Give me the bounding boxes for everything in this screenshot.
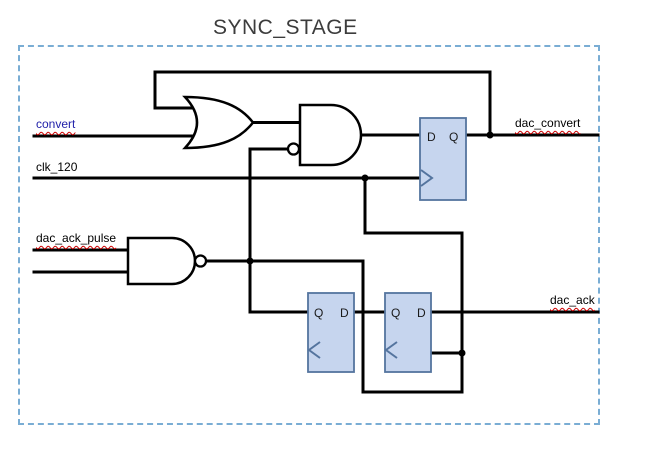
pin-label-q: Q	[449, 130, 458, 144]
flip-flop-dac-convert: D Q	[419, 117, 467, 201]
nand-gate	[126, 236, 197, 286]
clock-edge-icon	[307, 341, 321, 359]
clock-edge-icon	[420, 169, 434, 187]
junction-dot	[246, 257, 254, 265]
junction-dots	[246, 131, 494, 357]
flip-flop-sync-left: Q D	[307, 292, 355, 373]
pin-label-d: D	[417, 306, 426, 320]
junction-dot	[361, 174, 369, 182]
wire-clk-branch	[361, 176, 464, 394]
signal-label-convert: convert	[36, 117, 76, 131]
wire-feedback-dac-convert	[153, 70, 492, 137]
flip-flop-sync-right: Q D	[384, 292, 432, 373]
junction-dot	[486, 131, 494, 139]
inverter-bubble-nand-output	[193, 254, 208, 268]
signal-label-dac-convert: dac_convert	[515, 116, 581, 130]
inverter-bubble-and-input	[286, 142, 301, 156]
signal-label-dac-ack: dac_ack	[550, 293, 595, 307]
pin-label-d: D	[340, 306, 349, 320]
clock-edge-icon	[384, 341, 398, 359]
diagram-border	[18, 45, 600, 425]
junction-dot	[458, 349, 466, 357]
pin-label-q: Q	[391, 306, 400, 320]
signal-label-dac-ack-pulse: dac_ack_pulse	[36, 231, 117, 245]
wire-ack-sync-to-and	[248, 147, 310, 314]
flip-flop-body	[419, 117, 467, 201]
and-gate	[298, 103, 363, 167]
signal-label-clk-120: clk_120	[36, 160, 78, 174]
wire-nand-output	[204, 259, 365, 394]
diagram-title: SYNC_STAGE	[213, 16, 358, 39]
pin-label-d: D	[427, 130, 436, 144]
flip-flop-body	[307, 292, 355, 373]
wires	[32, 70, 600, 394]
or-gate	[182, 95, 255, 150]
pin-label-q: Q	[314, 306, 323, 320]
flip-flop-body	[384, 292, 432, 373]
